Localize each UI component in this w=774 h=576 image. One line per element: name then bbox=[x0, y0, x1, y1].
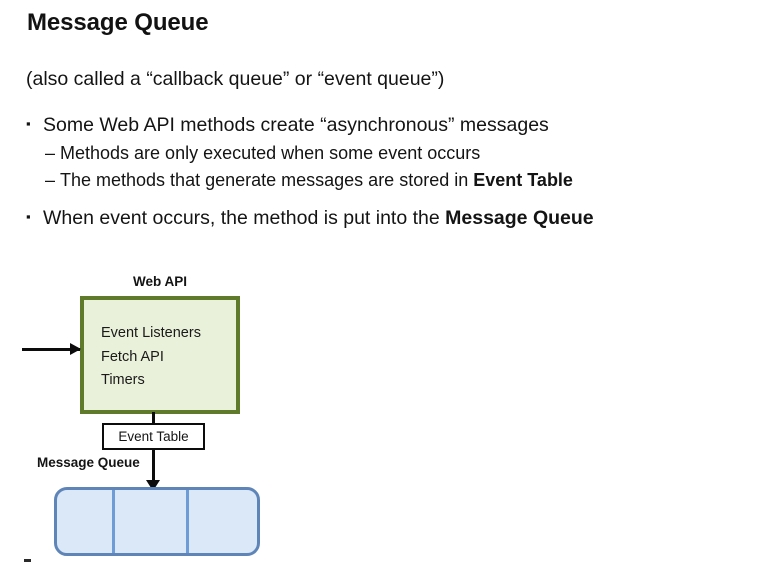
list-item-label: The methods that generate messages are s… bbox=[60, 170, 573, 190]
connector-eventtable-to-queue-arrow-icon bbox=[146, 449, 159, 491]
slide-subtitle: (also called a “callback queue” or “even… bbox=[26, 68, 445, 90]
web-api-label: Web API bbox=[132, 274, 187, 289]
event-table-label: Event Table bbox=[118, 429, 189, 444]
page-title: Message Queue bbox=[27, 9, 209, 36]
bullet-square-icon: ▪ bbox=[26, 116, 31, 131]
list-item-label: Methods are only executed when some even… bbox=[60, 143, 481, 163]
queue-cell-divider bbox=[186, 490, 189, 553]
web-api-item: Event Listeners bbox=[101, 325, 201, 341]
list-item: ▪ Some Web API methods create “asynchron… bbox=[26, 110, 766, 140]
message-queue-box bbox=[54, 487, 260, 556]
bullet-list: ▪ Some Web API methods create “asynchron… bbox=[26, 110, 766, 233]
bullet-dash-icon: – bbox=[45, 143, 56, 163]
queue-cell-divider bbox=[112, 490, 115, 553]
list-item-label: Some Web API methods create “asynchronou… bbox=[43, 114, 549, 136]
connector-webapi-to-eventtable bbox=[152, 412, 155, 425]
list-item: – The methods that generate messages are… bbox=[26, 167, 766, 194]
bullet-dash-icon: – bbox=[45, 170, 56, 190]
list-item: – Methods are only executed when some ev… bbox=[26, 140, 766, 167]
web-api-item: Timers bbox=[101, 372, 145, 388]
incoming-arrow-icon bbox=[22, 343, 81, 355]
message-queue-label: Message Queue bbox=[37, 455, 140, 470]
list-item: ▪ When event occurs, the method is put i… bbox=[26, 203, 766, 233]
list-item-label: When event occurs, the method is put int… bbox=[43, 207, 594, 229]
event-table-box: Event Table bbox=[102, 423, 205, 450]
bullet-square-icon: ▪ bbox=[26, 209, 31, 224]
web-api-item: Fetch API bbox=[101, 348, 164, 365]
stray-dash-mark bbox=[24, 559, 31, 562]
